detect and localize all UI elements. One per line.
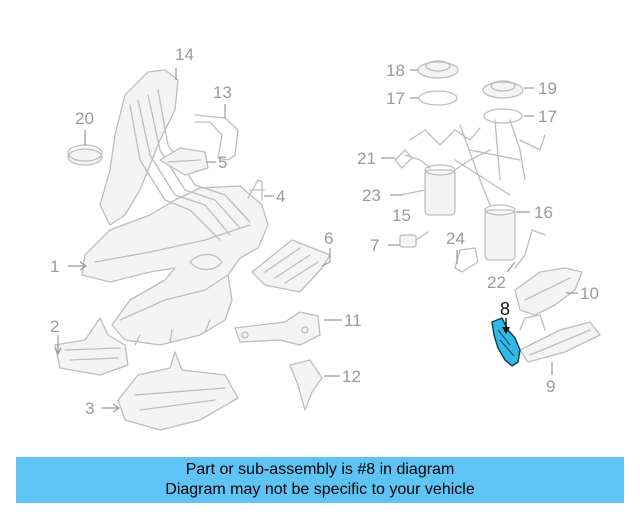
sender-plate-part [159, 147, 209, 176]
banner-line-2: Diagram may not be specific to your vehi… [165, 481, 475, 498]
part-info-banner: Part or sub-assembly is #8 in diagram Di… [16, 457, 624, 503]
skid-plate-2-part [54, 317, 129, 376]
seal-17a-part [418, 90, 458, 106]
callout-12: 12 [342, 367, 361, 386]
callout-22: 22 [487, 273, 506, 292]
callout-9: 9 [546, 377, 555, 396]
callout-11: 11 [344, 311, 362, 330]
parts-diagram: 1 2 3 4 5 6 7 8 9 10 11 12 13 14 15 16 1… [50, 45, 601, 431]
seal-17b-part [483, 108, 523, 124]
callout-21: 21 [357, 149, 376, 168]
shield-6-part [251, 239, 331, 293]
callout-20: 20 [75, 109, 94, 128]
heat-shield-10-part [514, 267, 583, 316]
bracket-12-part [289, 359, 323, 411]
fuel-pump-16-part [454, 119, 546, 261]
vent-line-part [194, 114, 239, 161]
callout-17a: 17 [386, 89, 405, 108]
callout-23: 23 [362, 186, 381, 205]
callout-3: 3 [85, 399, 94, 418]
filler-neck-part [99, 69, 251, 241]
callout-8: 8 [500, 299, 510, 319]
cap-ring-part [67, 144, 103, 166]
callout-16: 16 [534, 203, 553, 222]
bracket-11-part [234, 311, 321, 346]
banner-line-1: Part or sub-assembly is #8 in diagram [185, 461, 455, 478]
callout-13: 13 [213, 83, 232, 102]
sensor-21-part [394, 149, 413, 169]
callout-24: 24 [446, 229, 465, 248]
callout-4: 4 [276, 187, 285, 206]
lock-ring-19-part [482, 80, 524, 99]
callout-numbers: 1 2 3 4 5 6 7 8 9 10 11 12 13 14 15 16 1… [50, 45, 599, 418]
callout-5: 5 [218, 153, 227, 172]
connector-7-part [399, 231, 429, 248]
callout-7: 7 [370, 236, 379, 255]
callout-15: 15 [392, 206, 411, 225]
callout-17b: 17 [538, 107, 557, 126]
callout-10: 10 [580, 284, 599, 303]
bracket-4-part [247, 179, 266, 201]
leader-lines [54, 68, 578, 413]
heat-shield-9-part [519, 314, 601, 363]
callout-14: 14 [175, 45, 194, 64]
line-22-part [514, 229, 546, 269]
callout-18: 18 [386, 61, 405, 80]
highlighted-part-8[interactable] [491, 317, 521, 367]
callout-2: 2 [50, 317, 59, 336]
callout-6: 6 [324, 229, 333, 248]
callout-1: 1 [50, 257, 59, 276]
fuel-pump-15-part [399, 127, 491, 216]
skid-plate-3-part [117, 351, 239, 431]
lock-ring-18-part [417, 60, 459, 79]
bracket-24-part [454, 247, 479, 273]
callout-19: 19 [538, 79, 557, 98]
